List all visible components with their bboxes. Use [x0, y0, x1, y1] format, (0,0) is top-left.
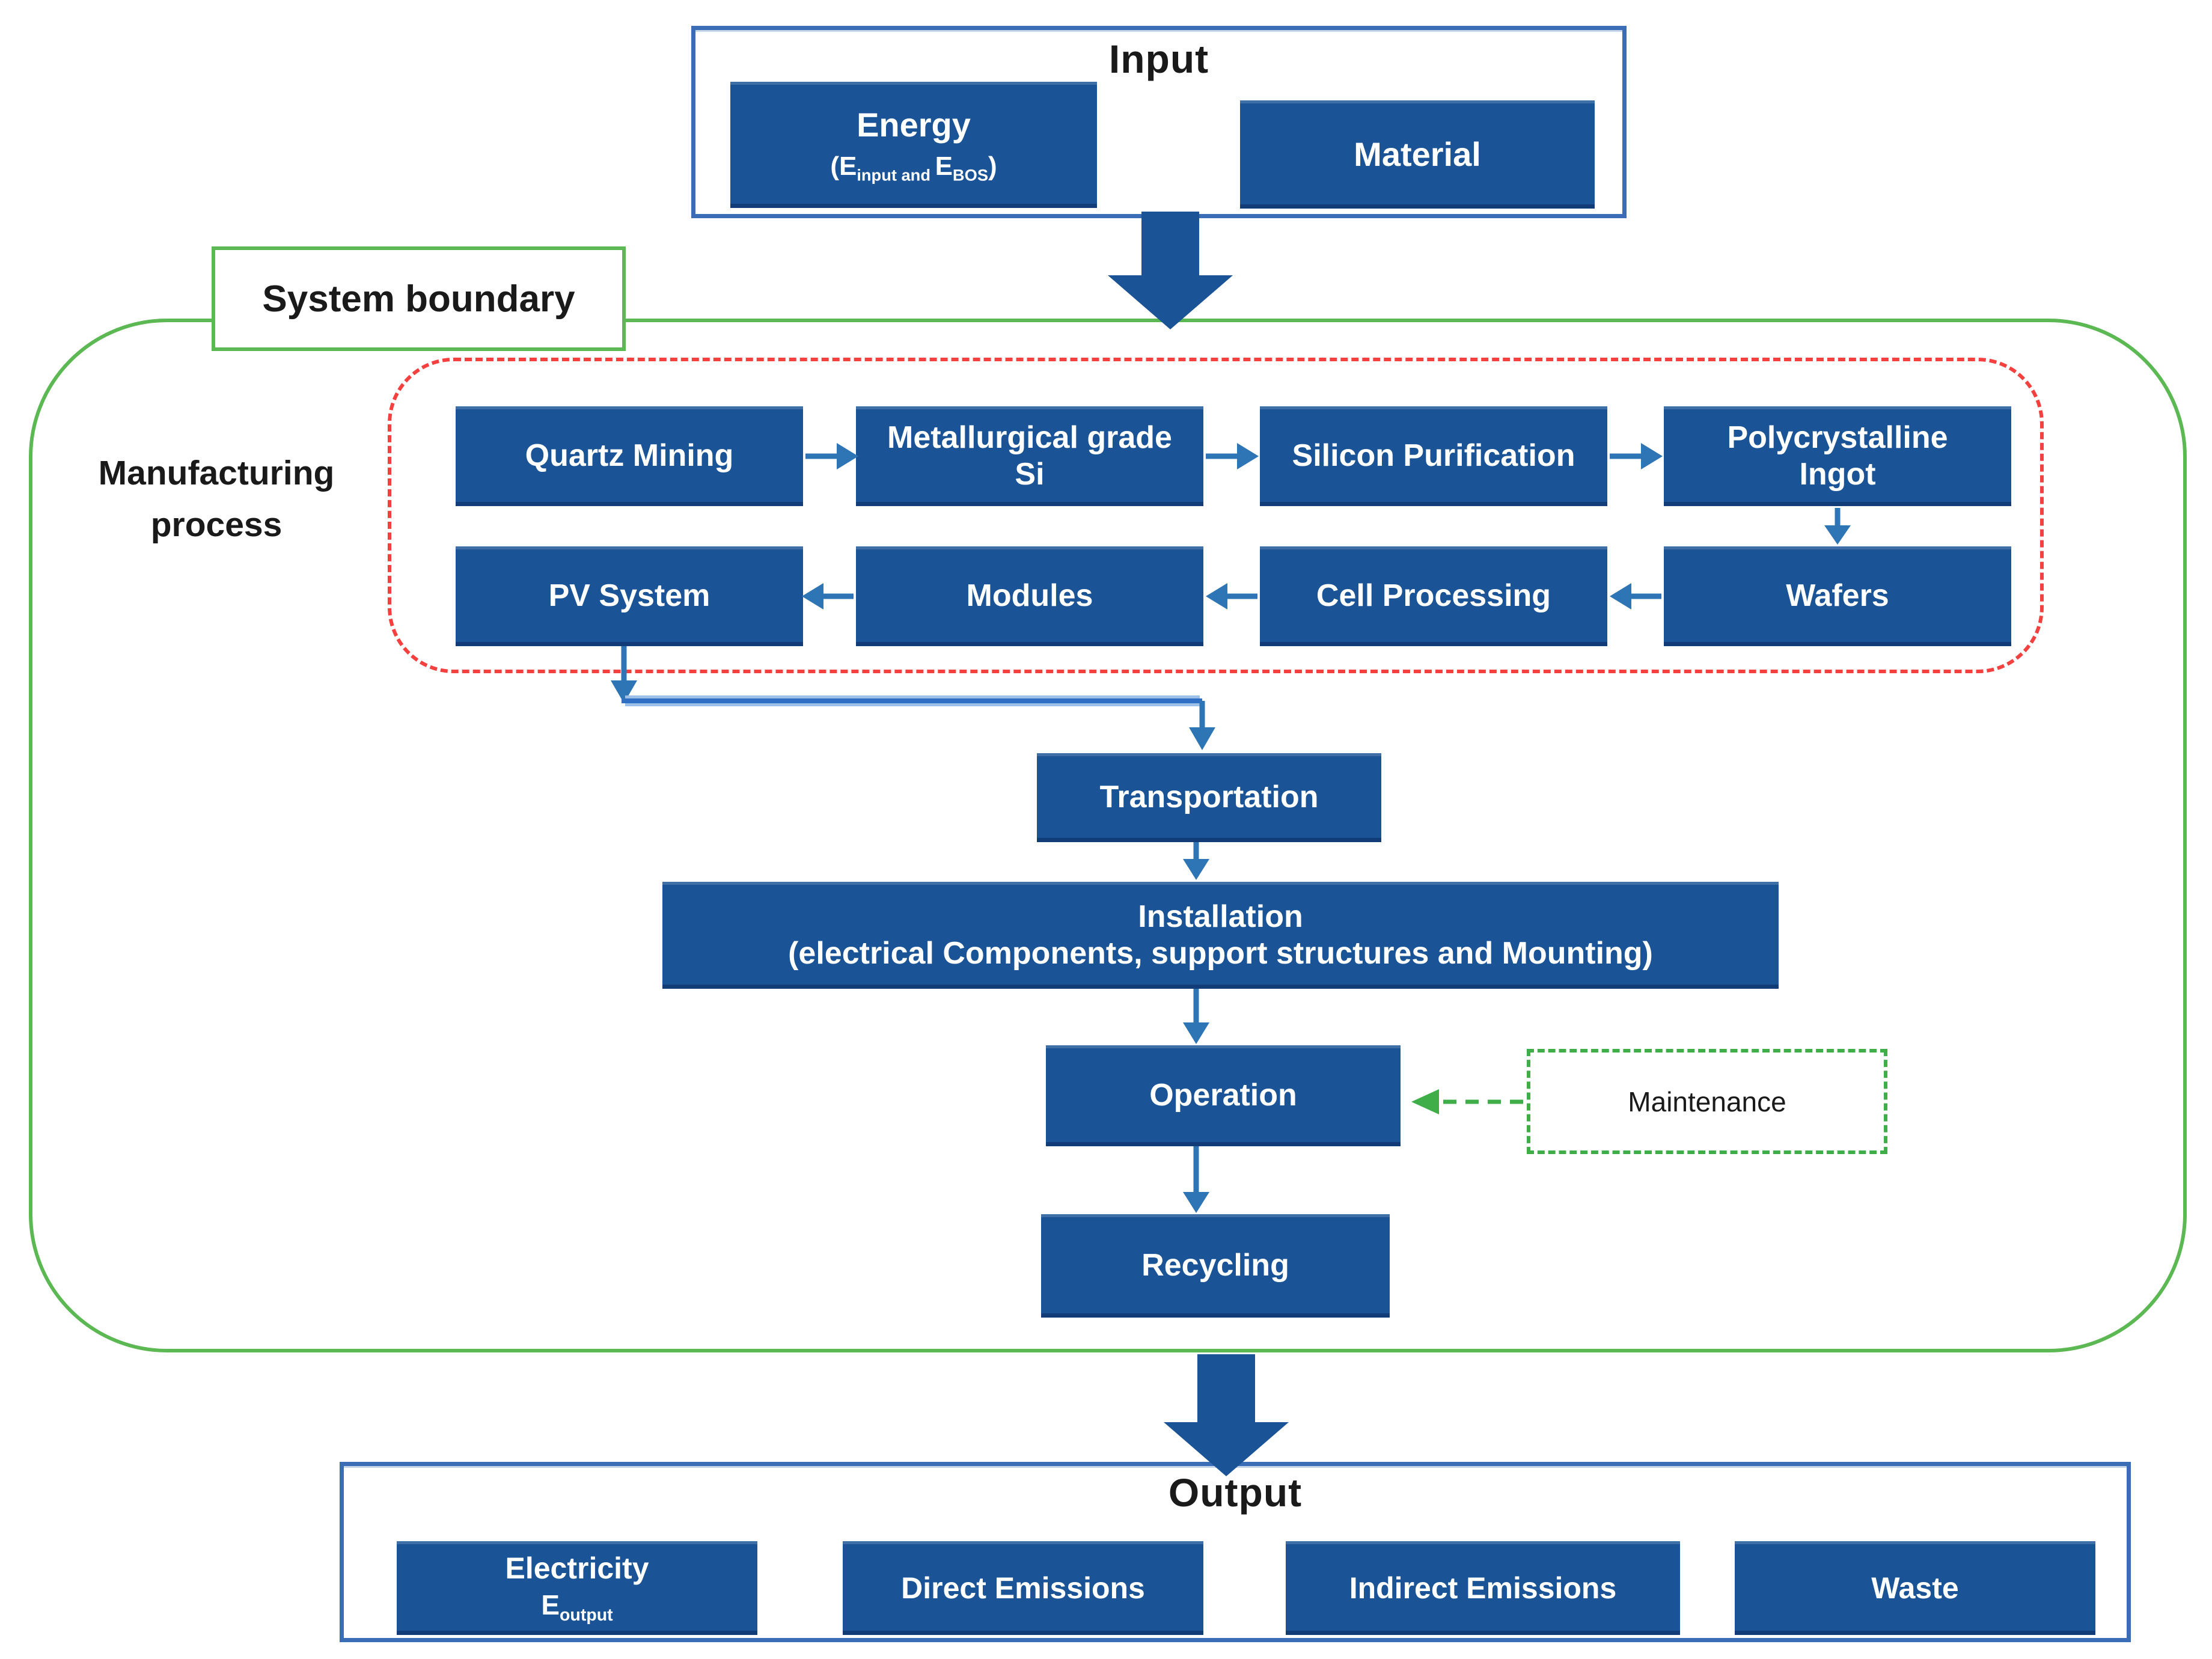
manufacturing-process-label: Manufacturing process: [36, 448, 397, 551]
input-to-boundary-block-arrow: [1108, 212, 1233, 329]
electricity-box: Electricity Eoutput: [397, 1541, 757, 1635]
installation-box: Installation (electrical Components, sup…: [662, 882, 1779, 989]
pv-system-box: PV System: [456, 546, 803, 646]
installation-line2: (electrical Components, support structur…: [788, 936, 1653, 971]
waste-box: Waste: [1735, 1541, 2095, 1635]
manufacturing-label-line2: process: [150, 505, 283, 544]
metallurgical-grade-si-box: Metallurgical grade Si: [856, 406, 1203, 506]
material-box: Material: [1240, 100, 1595, 209]
electricity-formula: Eoutput: [541, 1589, 613, 1625]
system-boundary-label: System boundary: [212, 246, 626, 351]
operation-box: Operation: [1046, 1045, 1401, 1146]
output-title: Output: [1168, 1470, 1303, 1515]
input-title: Input: [1108, 37, 1209, 81]
boundary-to-output-block-arrow: [1164, 1354, 1289, 1476]
material-label: Material: [1354, 135, 1481, 173]
energy-label: Energy: [857, 105, 971, 144]
recycling-box: Recycling: [1041, 1214, 1390, 1318]
silicon-purification-box: Silicon Purification: [1260, 406, 1607, 506]
polycrystalline-ingot-box: Polycrystalline Ingot: [1664, 406, 2011, 506]
wafers-box: Wafers: [1664, 546, 2011, 646]
manufacturing-label-line1: Manufacturing: [98, 454, 335, 492]
cell-processing-box: Cell Processing: [1260, 546, 1607, 646]
manufacturing-process-outline: [388, 358, 2044, 673]
energy-formula: (Einput and EBOS): [830, 151, 997, 185]
maintenance-box: Maintenance: [1527, 1049, 1887, 1154]
system-boundary-label-text: System boundary: [262, 278, 575, 320]
quartz-mining-box: Quartz Mining: [456, 406, 803, 506]
direct-emissions-box: Direct Emissions: [843, 1541, 1203, 1635]
modules-box: Modules: [856, 546, 1203, 646]
maintenance-label: Maintenance: [1628, 1086, 1786, 1117]
output-container: Output Electricity Eoutput Direct Emissi…: [340, 1462, 2131, 1642]
energy-box: Energy (Einput and EBOS): [730, 82, 1097, 208]
electricity-label: Electricity: [505, 1551, 649, 1585]
installation-line1: Installation: [1138, 899, 1303, 934]
indirect-emissions-box: Indirect Emissions: [1286, 1541, 1680, 1635]
input-container: Input Energy (Einput and EBOS) Material: [691, 26, 1627, 218]
transportation-box: Transportation: [1037, 753, 1381, 842]
